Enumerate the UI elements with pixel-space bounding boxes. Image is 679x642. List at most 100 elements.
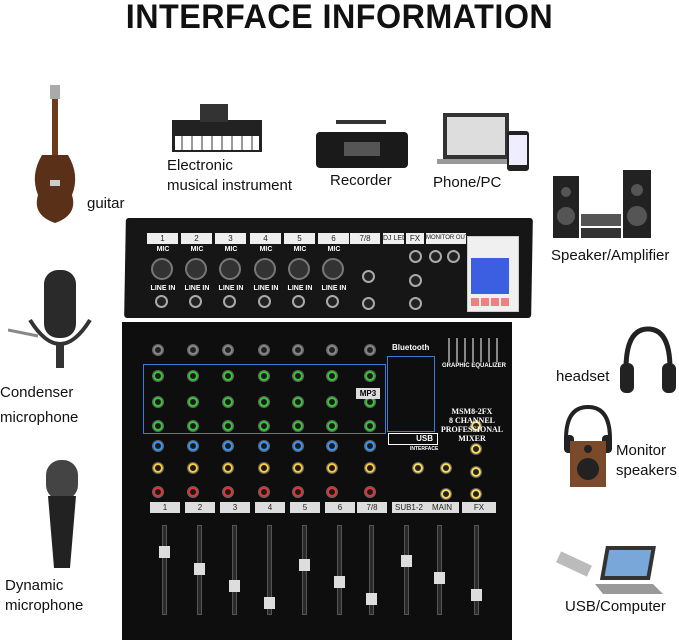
- knob[interactable]: [292, 486, 304, 498]
- xlr-input-1[interactable]: [151, 258, 173, 280]
- knob[interactable]: [187, 396, 199, 408]
- fx-send-jack[interactable]: [409, 250, 422, 263]
- knob[interactable]: [187, 344, 199, 356]
- knob[interactable]: [326, 486, 338, 498]
- fader-cap[interactable]: [229, 580, 240, 592]
- geq-slider[interactable]: [448, 338, 450, 362]
- knob[interactable]: [292, 420, 304, 432]
- knob[interactable]: [364, 486, 376, 498]
- fader-cap[interactable]: [401, 555, 412, 567]
- monitor-out-left[interactable]: [429, 250, 442, 263]
- fader-5[interactable]: [299, 525, 310, 615]
- knob[interactable]: [152, 486, 164, 498]
- knob[interactable]: [364, 370, 376, 382]
- jack-7-8-mono[interactable]: [362, 270, 375, 283]
- xlr-input-5[interactable]: [288, 258, 310, 280]
- knob[interactable]: [326, 462, 338, 474]
- line-in-jack-6[interactable]: [326, 295, 339, 308]
- jack-7-8-right[interactable]: [362, 297, 375, 310]
- fader-SUB1-2[interactable]: [401, 525, 412, 615]
- knob[interactable]: [152, 440, 164, 452]
- master-knob[interactable]: [412, 462, 424, 474]
- mp3-button[interactable]: [491, 298, 499, 306]
- fader-MAIN[interactable]: [434, 525, 445, 615]
- aux-jack[interactable]: [409, 274, 422, 287]
- fader-1[interactable]: [159, 525, 170, 615]
- knob[interactable]: [326, 396, 338, 408]
- knob[interactable]: [187, 420, 199, 432]
- line-in-jack-2[interactable]: [189, 295, 202, 308]
- knob[interactable]: [222, 396, 234, 408]
- knob[interactable]: [187, 462, 199, 474]
- knob[interactable]: [258, 462, 270, 474]
- knob[interactable]: [258, 396, 270, 408]
- fader-cap[interactable]: [194, 563, 205, 575]
- knob[interactable]: [222, 420, 234, 432]
- knob[interactable]: [326, 344, 338, 356]
- knob[interactable]: [292, 370, 304, 382]
- master-knob[interactable]: [470, 466, 482, 478]
- fader-cap[interactable]: [471, 589, 482, 601]
- fader-cap[interactable]: [299, 559, 310, 571]
- knob[interactable]: [152, 370, 164, 382]
- knob[interactable]: [152, 420, 164, 432]
- fader-cap[interactable]: [159, 546, 170, 558]
- fader-cap[interactable]: [334, 576, 345, 588]
- knob[interactable]: [364, 420, 376, 432]
- knob[interactable]: [364, 462, 376, 474]
- fader-6[interactable]: [334, 525, 345, 615]
- master-knob[interactable]: [470, 488, 482, 500]
- knob[interactable]: [222, 462, 234, 474]
- phones-jack[interactable]: [409, 297, 422, 310]
- mp3-button[interactable]: [501, 298, 509, 306]
- geq-slider[interactable]: [456, 338, 458, 362]
- knob[interactable]: [258, 486, 270, 498]
- fader-cap[interactable]: [366, 593, 377, 605]
- knob[interactable]: [292, 396, 304, 408]
- knob[interactable]: [187, 440, 199, 452]
- master-knob[interactable]: [440, 462, 452, 474]
- knob[interactable]: [258, 344, 270, 356]
- master-knob[interactable]: [440, 488, 452, 500]
- knob[interactable]: [326, 440, 338, 452]
- knob[interactable]: [326, 370, 338, 382]
- xlr-input-6[interactable]: [322, 258, 344, 280]
- knob[interactable]: [152, 344, 164, 356]
- knob[interactable]: [364, 344, 376, 356]
- geq-slider[interactable]: [488, 338, 490, 362]
- knob[interactable]: [222, 370, 234, 382]
- knob[interactable]: [222, 486, 234, 498]
- knob[interactable]: [292, 440, 304, 452]
- fader-cap[interactable]: [434, 572, 445, 584]
- fader-2[interactable]: [194, 525, 205, 615]
- fader-4[interactable]: [264, 525, 275, 615]
- mp3-buttons[interactable]: [471, 298, 509, 306]
- knob[interactable]: [222, 440, 234, 452]
- knob[interactable]: [187, 370, 199, 382]
- knob[interactable]: [152, 396, 164, 408]
- knob[interactable]: [292, 462, 304, 474]
- geq-slider[interactable]: [496, 338, 498, 362]
- line-in-jack-5[interactable]: [292, 295, 305, 308]
- knob[interactable]: [292, 344, 304, 356]
- knob[interactable]: [152, 462, 164, 474]
- geq-slider[interactable]: [480, 338, 482, 362]
- mp3-button[interactable]: [471, 298, 479, 306]
- master-knob[interactable]: [470, 443, 482, 455]
- xlr-input-4[interactable]: [254, 258, 276, 280]
- xlr-input-3[interactable]: [219, 258, 241, 280]
- monitor-out-right[interactable]: [447, 250, 460, 263]
- fader-FX[interactable]: [471, 525, 482, 615]
- fader-3[interactable]: [229, 525, 240, 615]
- knob[interactable]: [258, 420, 270, 432]
- knob[interactable]: [258, 370, 270, 382]
- geq-slider[interactable]: [472, 338, 474, 362]
- xlr-input-2[interactable]: [185, 258, 207, 280]
- line-in-jack-3[interactable]: [223, 295, 236, 308]
- master-knob[interactable]: [470, 420, 482, 432]
- line-in-jack-1[interactable]: [155, 295, 168, 308]
- knob[interactable]: [222, 344, 234, 356]
- geq-slider[interactable]: [464, 338, 466, 362]
- knob[interactable]: [326, 420, 338, 432]
- knob[interactable]: [187, 486, 199, 498]
